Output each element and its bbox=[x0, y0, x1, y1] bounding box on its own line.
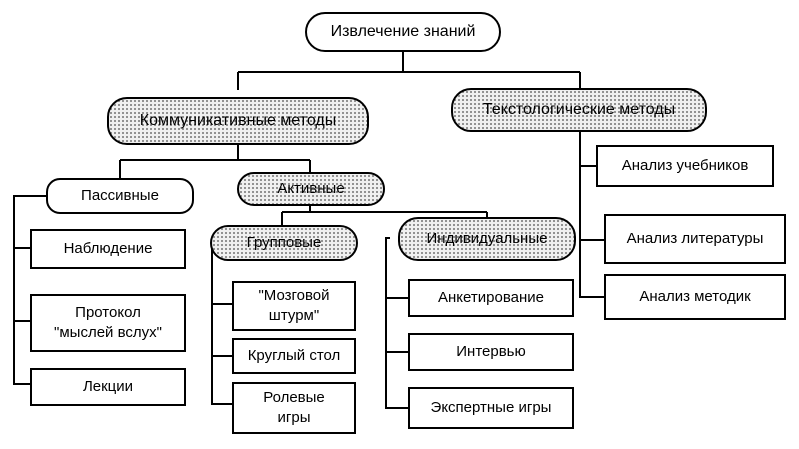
passive-node: Пассивные bbox=[46, 178, 194, 214]
individual-node: Индивидуальные bbox=[398, 217, 576, 261]
group-node: Групповые bbox=[210, 225, 358, 261]
group-label: Групповые bbox=[246, 234, 322, 251]
textological-item-label: Анализ методик bbox=[639, 288, 751, 305]
textological-item-methods: Анализ методик bbox=[604, 274, 786, 320]
textological-item-label: Анализ литературы bbox=[626, 230, 764, 247]
textological-methods-label: Текстологические методы bbox=[482, 101, 676, 118]
textological-item-literature: Анализ литературы bbox=[604, 214, 786, 264]
root-node: Извлечение знаний bbox=[305, 12, 501, 52]
individual-label: Индивидуальные bbox=[426, 230, 548, 247]
passive-item-label: Лекции bbox=[82, 378, 134, 395]
passive-item-lectures: Лекции bbox=[30, 368, 186, 406]
individual-item-label: Анкетирование bbox=[438, 289, 544, 306]
individual-item-label: Экспертные игры bbox=[430, 399, 552, 416]
passive-item-observation: Наблюдение bbox=[30, 229, 186, 269]
root-label: Извлечение знаний bbox=[330, 23, 476, 40]
group-item-brainstorm: "Мозговой штурм" bbox=[232, 281, 356, 331]
communicative-methods-node: Коммуникативные методы bbox=[107, 97, 369, 145]
individual-item-questionnaire: Анкетирование bbox=[408, 279, 574, 317]
individual-item-interview: Интервью bbox=[408, 333, 574, 371]
textological-methods-node: Текстологические методы bbox=[451, 88, 707, 132]
passive-label: Пассивные bbox=[81, 187, 159, 204]
group-item-role-games: Ролевые игры bbox=[232, 382, 356, 434]
active-label: Активные bbox=[277, 180, 345, 197]
passive-item-label: Протокол "мыслей вслух" bbox=[54, 304, 162, 341]
group-item-label: "Мозговой штурм" bbox=[258, 287, 330, 324]
group-item-label: Ролевые игры bbox=[263, 389, 325, 426]
group-item-round-table: Круглый стол bbox=[232, 338, 356, 374]
textological-item-label: Анализ учебников bbox=[621, 157, 749, 174]
passive-item-label: Наблюдение bbox=[63, 240, 153, 257]
individual-item-expert-games: Экспертные игры bbox=[408, 387, 574, 429]
group-item-label: Круглый стол bbox=[247, 347, 341, 364]
individual-item-label: Интервью bbox=[456, 343, 526, 360]
textological-item-textbooks: Анализ учебников bbox=[596, 145, 774, 187]
active-node: Активные bbox=[237, 172, 385, 206]
passive-item-think-aloud: Протокол "мыслей вслух" bbox=[30, 294, 186, 352]
communicative-methods-label: Коммуникативные методы bbox=[139, 112, 337, 129]
